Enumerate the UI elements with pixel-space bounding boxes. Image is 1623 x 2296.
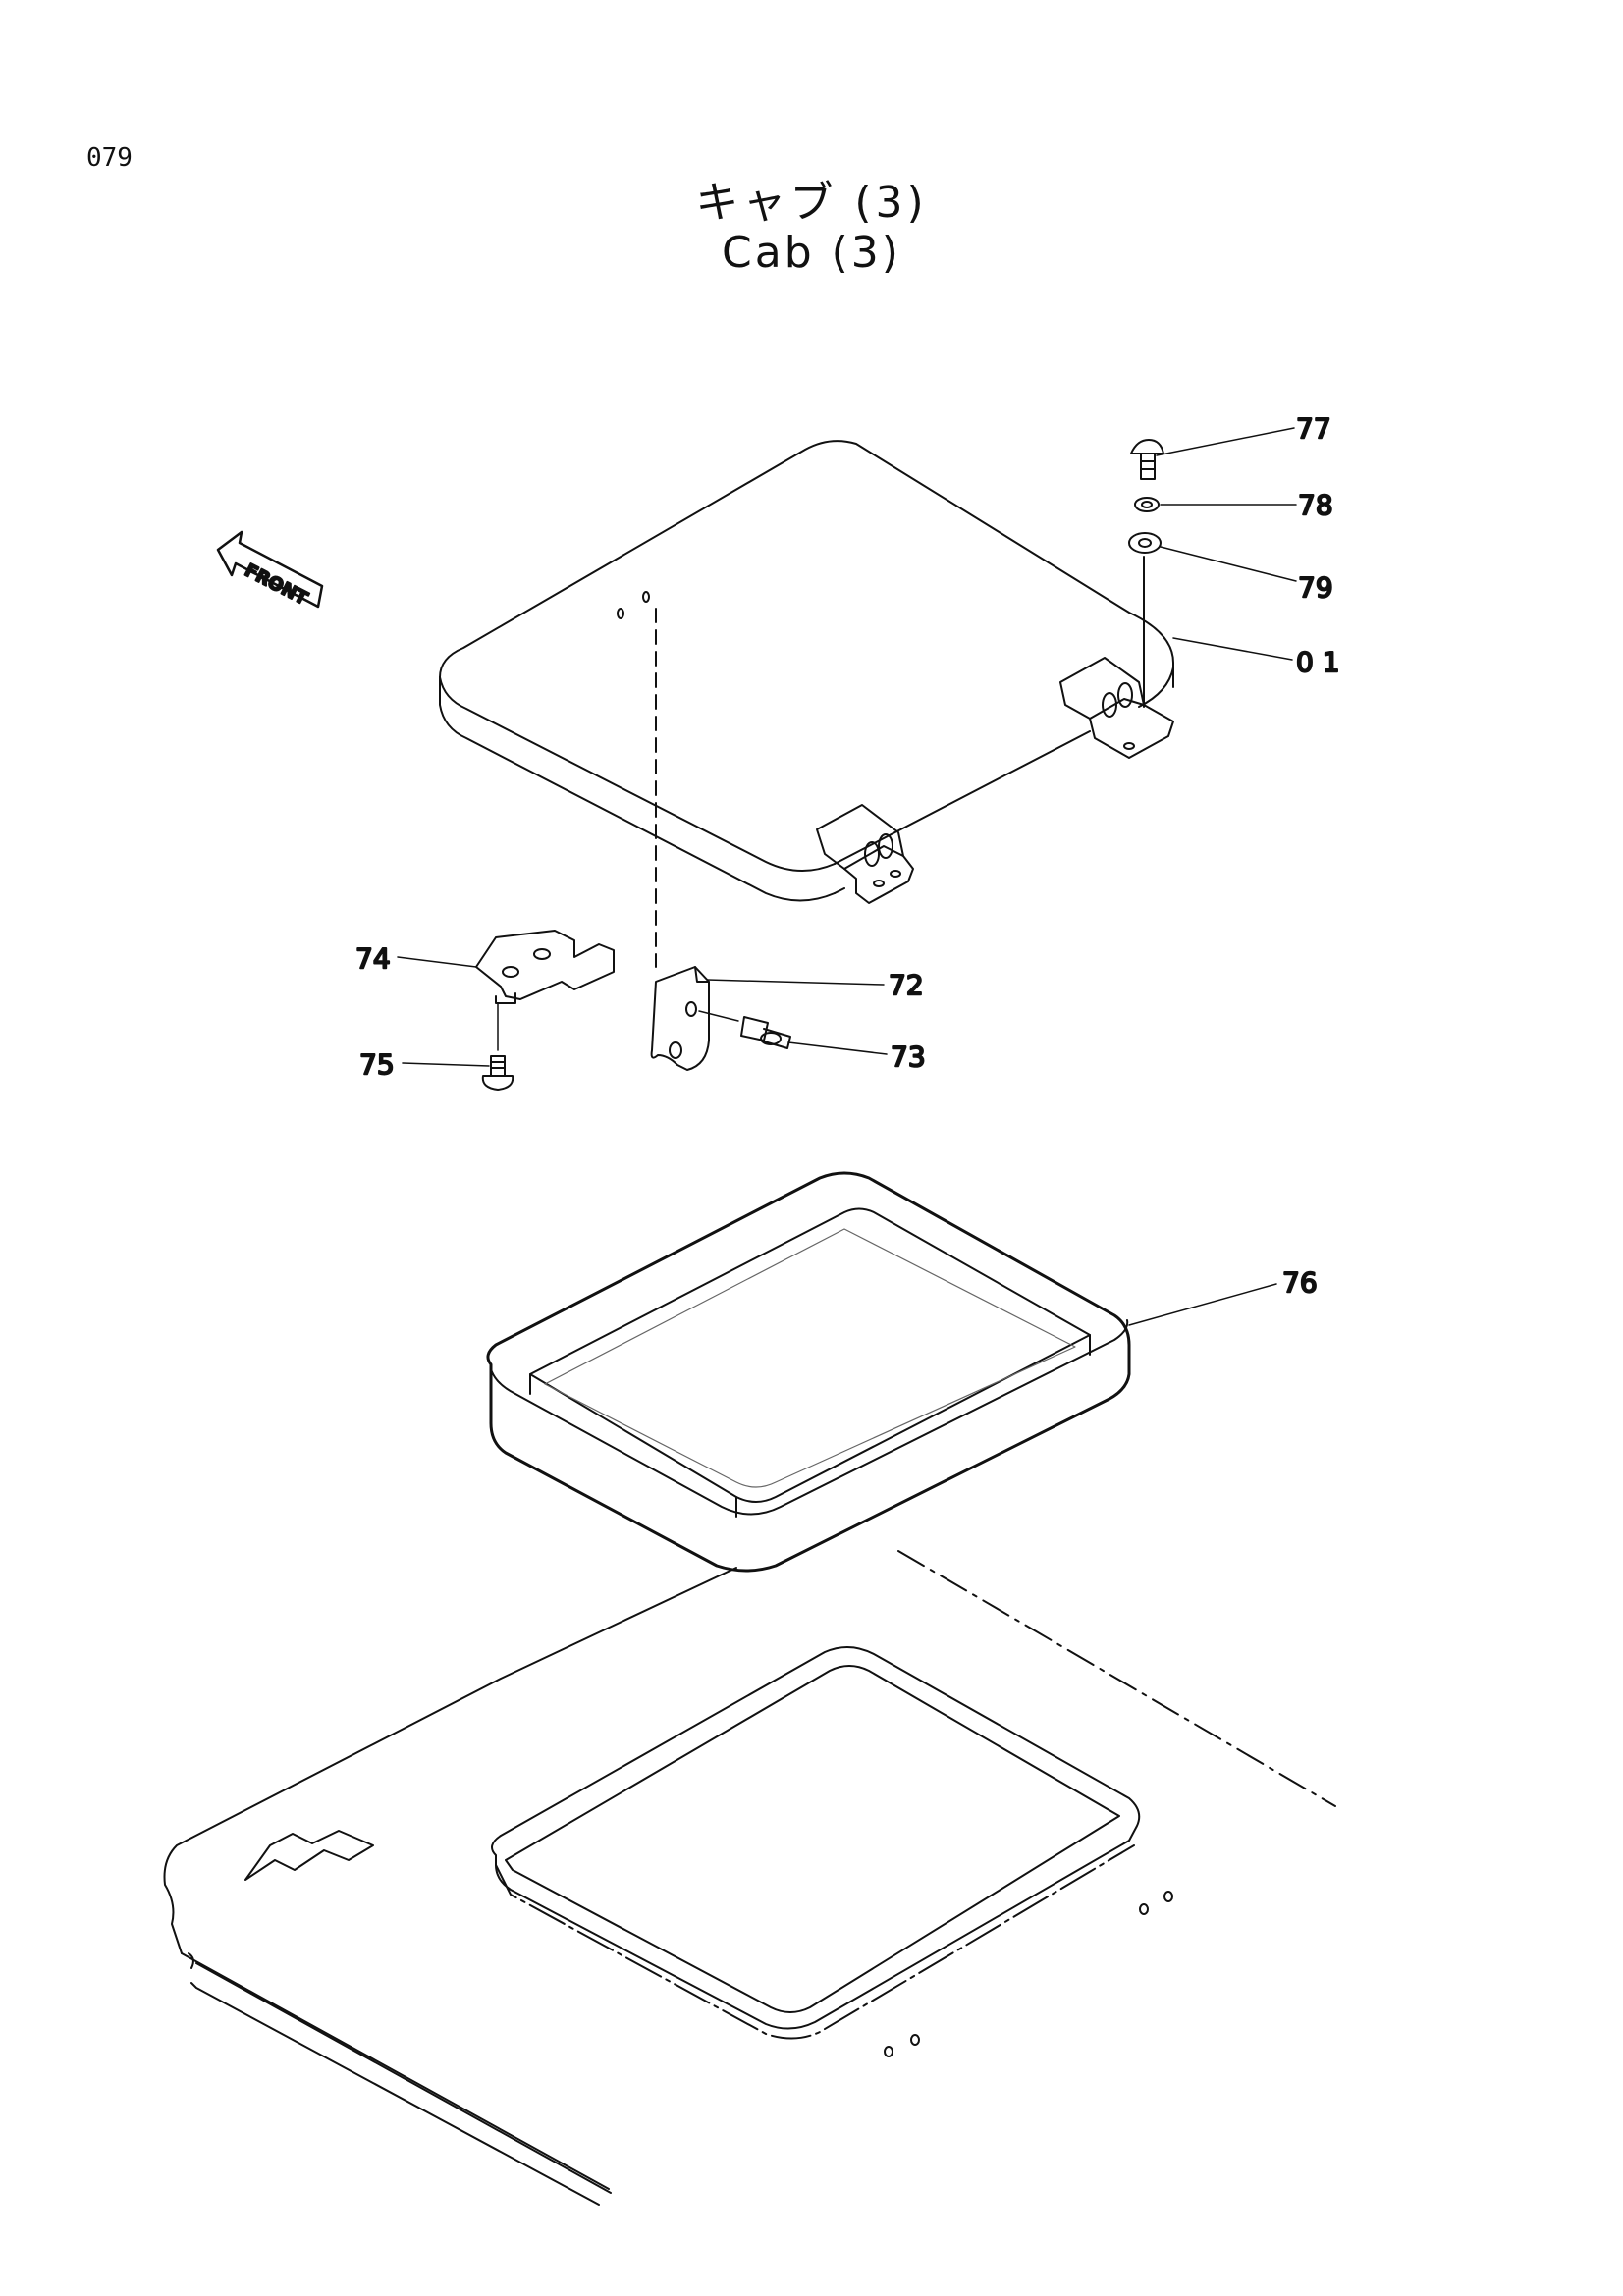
callout-75: 75 [359, 1048, 395, 1081]
page-number: 079 [86, 143, 133, 173]
front-label: FRONT [242, 561, 311, 610]
bracket-72 [650, 966, 739, 1071]
callout-79: 79 [1298, 571, 1333, 604]
washer-79 [1128, 532, 1162, 554]
hatch-cover [439, 440, 1174, 902]
title-english: Cab (3) [722, 228, 901, 278]
screw-75 [481, 1055, 514, 1091]
front-arrow-icon: FRONT [216, 530, 324, 611]
screw-77 [1130, 439, 1164, 480]
callout-74: 74 [355, 942, 391, 975]
callout-78: 78 [1298, 489, 1333, 521]
leader-lines [397, 427, 1297, 1326]
hinge-rear [1059, 657, 1174, 759]
bolt-73 [740, 1016, 791, 1049]
seal-76 [486, 1171, 1131, 1573]
callout-76: 76 [1282, 1266, 1318, 1299]
spring-washer-78 [1134, 497, 1160, 512]
callout-77: 77 [1296, 412, 1331, 445]
callout-73: 73 [891, 1041, 926, 1073]
bracket-74 [475, 930, 615, 1051]
callout-01: 0 1 [1296, 646, 1340, 678]
callout-72: 72 [889, 969, 924, 1001]
hinge-front [816, 804, 914, 904]
cab-roof-panel [163, 1550, 1336, 2206]
title-japanese: キャブ (3) [695, 178, 928, 228]
